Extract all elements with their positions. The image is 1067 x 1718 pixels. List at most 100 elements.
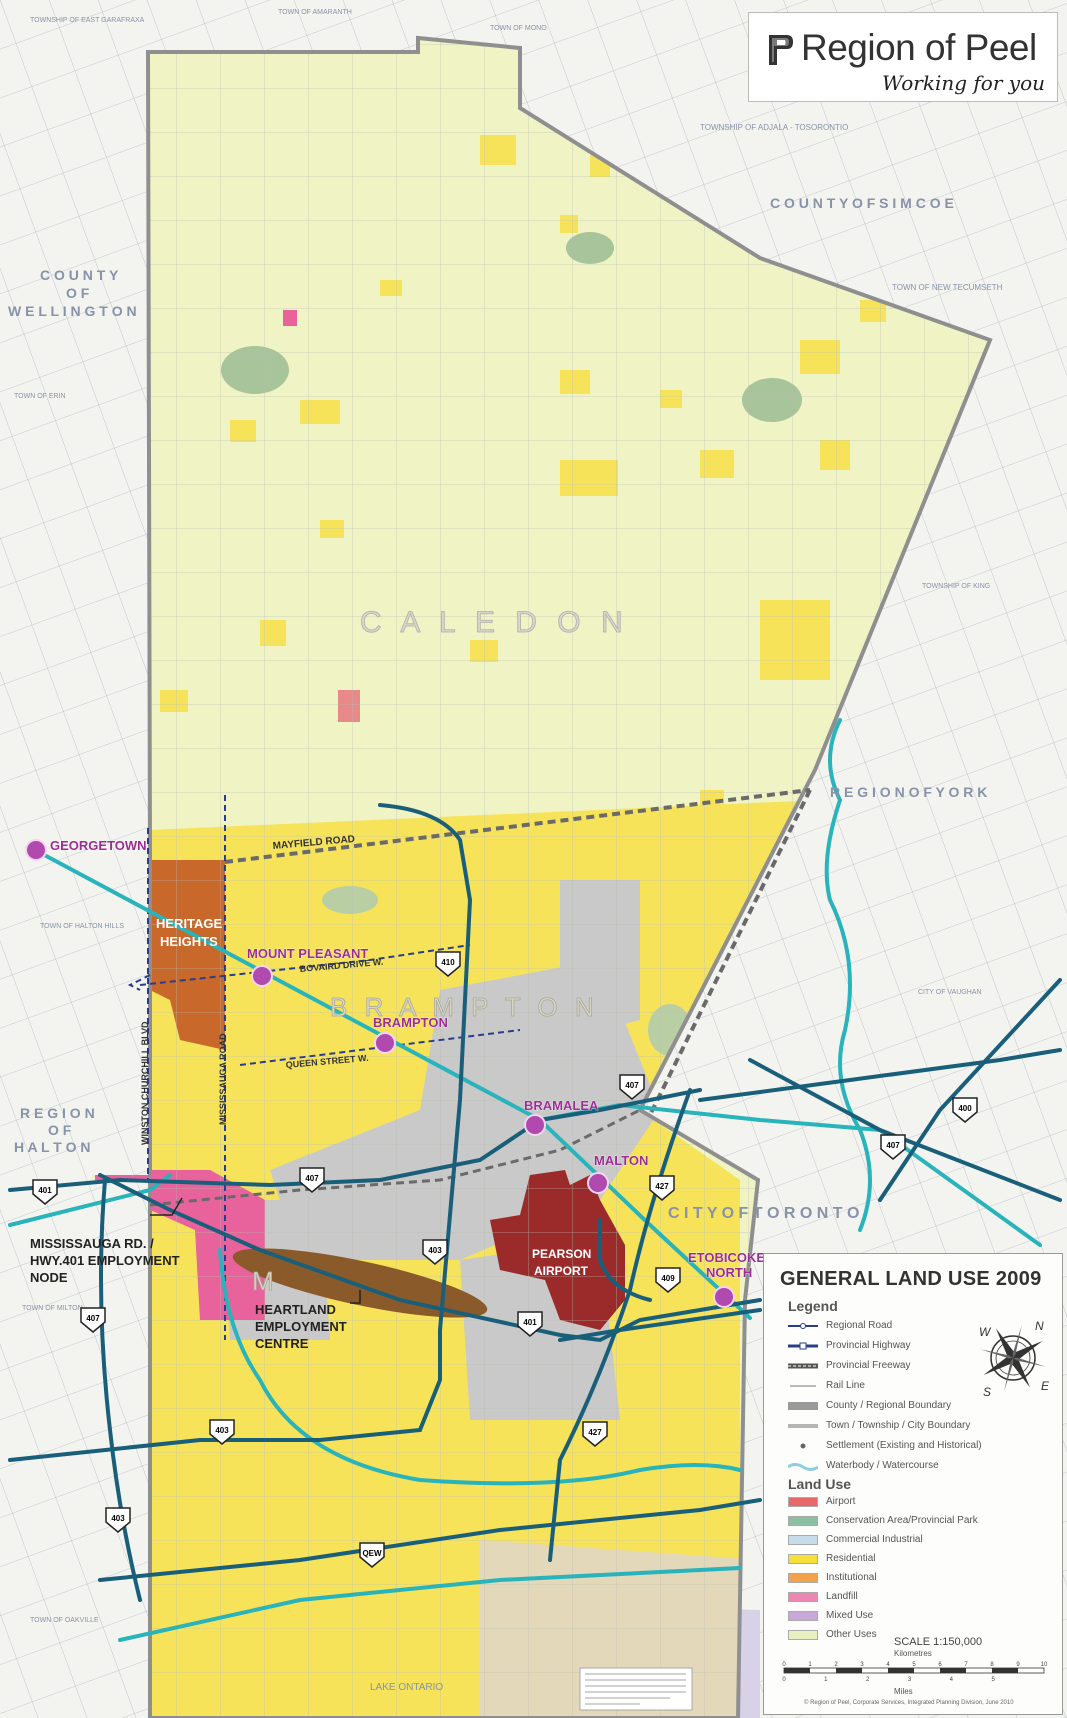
amaranth-label: TOWN OF AMARANTH bbox=[278, 9, 352, 16]
mixed-use-swatch bbox=[788, 1611, 818, 1621]
km-tick-label: 10 bbox=[1041, 1662, 1048, 1668]
highway-shields: 410 407 407 407 407 400 427 427 401 401 … bbox=[32, 951, 978, 1568]
erin-label: TOWN OF ERIN bbox=[14, 393, 66, 400]
mi-tick-label: 5 bbox=[991, 1677, 995, 1683]
shield-407c: 407 bbox=[886, 1141, 900, 1150]
heartland-area bbox=[232, 1248, 488, 1318]
legend-label: Residential bbox=[826, 1553, 876, 1564]
halton-label-1: R E G I O N bbox=[20, 1105, 95, 1121]
legend-label: County / Regional Boundary bbox=[826, 1400, 952, 1411]
place-labels: GEORGETOWN MOUNT PLEASANT BRAMPTON BRAMA… bbox=[50, 838, 766, 1281]
wellington-label-2: O F bbox=[66, 285, 90, 301]
compass-n: N bbox=[1035, 1319, 1044, 1333]
east-garafraxa-label: TOWNSHIP OF EAST GARAFRAXA bbox=[30, 17, 145, 24]
mount-pleasant-label: MOUNT PLEASANT bbox=[247, 946, 368, 961]
mississauga-label: M bbox=[252, 1266, 274, 1296]
commercial-swatch bbox=[788, 1535, 818, 1545]
halton-label-2: O F bbox=[48, 1122, 72, 1138]
notice-lines bbox=[585, 1673, 686, 1705]
mrd-label-2: HWY.401 EMPLOYMENT bbox=[30, 1253, 180, 1268]
map-legend: GENERAL LAND USE 2009 Legend Regional Ro… bbox=[763, 1253, 1063, 1715]
heartland-label-2: EMPLOYMENT bbox=[255, 1319, 347, 1334]
km-tick-label: 9 bbox=[1016, 1662, 1020, 1668]
heartland-label-1: HEARTLAND bbox=[255, 1302, 336, 1317]
km-tick-label: 7 bbox=[964, 1662, 968, 1668]
legend-label: Settlement (Existing and Historical) bbox=[826, 1440, 982, 1451]
km-tick-label: 1 bbox=[808, 1662, 812, 1668]
toronto-label: C I T Y O F T O R O N T O bbox=[668, 1205, 859, 1222]
shield-409: 409 bbox=[661, 1274, 675, 1283]
oakville-label: TOWN OF OAKVILLE bbox=[30, 1617, 99, 1624]
km-tick-label: 3 bbox=[860, 1662, 864, 1668]
mrd-leader-line bbox=[150, 1197, 183, 1216]
wellington-label-3: W E L L I N G T O N bbox=[8, 303, 137, 319]
km-tick-label: 4 bbox=[886, 1662, 890, 1668]
north-label: NORTH bbox=[706, 1265, 752, 1280]
institutional-swatch bbox=[788, 1573, 818, 1583]
shield-qew: QEW bbox=[362, 1549, 382, 1558]
km-tick-label: 6 bbox=[938, 1662, 942, 1668]
georgetown-marker bbox=[25, 839, 47, 861]
other-uses-swatch bbox=[788, 1630, 818, 1640]
georgetown-label: GEORGETOWN bbox=[50, 838, 147, 853]
winston-churchill-label: WINSTON CHURCHILL BLVD bbox=[140, 1021, 150, 1145]
simcoe-label: C O U N T Y O F S I M C O E bbox=[770, 195, 954, 211]
mi-tick-label: 1 bbox=[824, 1677, 828, 1683]
scale-segment bbox=[836, 1668, 862, 1673]
peel-boundary bbox=[145, 35, 993, 1718]
airport-swatch bbox=[788, 1497, 818, 1507]
brampton-label: B R A M P T O N bbox=[330, 992, 599, 1022]
scale-km-label: Kilometres bbox=[894, 1649, 932, 1658]
compass-w: W bbox=[979, 1325, 992, 1339]
town-boundary-swatch bbox=[788, 1424, 818, 1428]
pearson-label-1: PEARSON bbox=[532, 1247, 591, 1261]
km-tick-label: 0 bbox=[782, 1662, 786, 1668]
compass-e: E bbox=[1041, 1379, 1050, 1393]
legend-label: Other Uses bbox=[826, 1629, 877, 1640]
bramalea-label: BRAMALEA bbox=[524, 1098, 599, 1113]
lake-label: LAKE ONTARIO bbox=[370, 1682, 443, 1693]
pearson-label-2: AIRPORT bbox=[534, 1264, 589, 1278]
legend-label: Provincial Highway bbox=[826, 1340, 911, 1351]
etobicoke-north-marker bbox=[713, 1286, 735, 1308]
shield-401a: 401 bbox=[38, 1186, 52, 1195]
provincial-freeways bbox=[8, 803, 1062, 1602]
shield-403b: 403 bbox=[215, 1426, 229, 1435]
compass-s: S bbox=[983, 1385, 991, 1399]
legend-label: Airport bbox=[826, 1496, 856, 1507]
shield-403c: 403 bbox=[111, 1514, 125, 1523]
legend-title: GENERAL LAND USE 2009 bbox=[780, 1268, 1042, 1290]
conservation-swatch bbox=[788, 1516, 818, 1526]
caledon-brampton-boundary bbox=[224, 788, 811, 864]
shield-427b: 427 bbox=[588, 1428, 602, 1437]
malton-marker bbox=[587, 1172, 609, 1194]
mi-tick-label: 2 bbox=[866, 1677, 870, 1683]
regional-road-swatch bbox=[788, 1323, 818, 1329]
brampton-marker bbox=[374, 1032, 396, 1054]
shield-403a: 403 bbox=[428, 1246, 442, 1255]
new-tecumseth-label: TOWN OF NEW TECUMSETH bbox=[892, 283, 1003, 292]
caledon-label: C A L E D O N bbox=[360, 606, 629, 639]
notice-box bbox=[579, 1667, 693, 1711]
vaughan-label: CITY OF VAUGHAN bbox=[918, 989, 982, 996]
logo-name: Region of Peel bbox=[801, 27, 1037, 68]
shield-410: 410 bbox=[441, 958, 455, 967]
legend-label: Rail Line bbox=[826, 1380, 865, 1391]
legend-heading: Legend bbox=[788, 1298, 838, 1314]
landfill-swatch bbox=[788, 1592, 818, 1602]
scale-segment bbox=[784, 1668, 810, 1673]
rail-line-swatch bbox=[790, 1385, 816, 1387]
etobicoke-label: ETOBICOKE bbox=[688, 1250, 765, 1265]
credit-text: © Region of Peel, Corporate Services, In… bbox=[804, 1700, 1014, 1706]
waterbody-swatch bbox=[788, 1463, 818, 1471]
mount-pleasant-marker bbox=[251, 965, 273, 987]
shield-400: 400 bbox=[958, 1104, 972, 1113]
shield-427a: 427 bbox=[655, 1182, 669, 1191]
heartland-leader-line bbox=[350, 1290, 361, 1304]
legend-label: Conservation Area/Provincial Park bbox=[826, 1515, 978, 1526]
